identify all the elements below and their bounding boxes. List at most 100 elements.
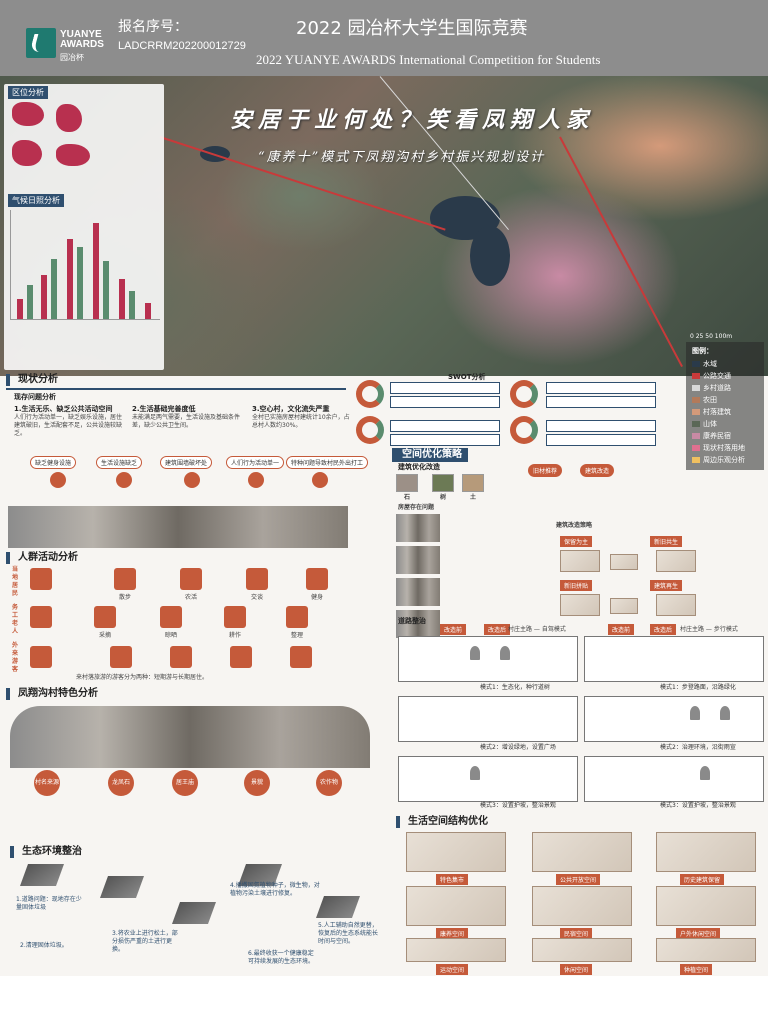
- life-space-label: 特色集市: [436, 874, 469, 885]
- activity-icon: [110, 646, 132, 668]
- current-analysis-header: 现状分析: [6, 374, 58, 386]
- legend-item: 水域: [692, 359, 717, 369]
- renovation-tag: 建筑改造: [580, 464, 615, 477]
- swot-box: [546, 434, 656, 446]
- building-model: [560, 594, 600, 616]
- road-section-diagram: [398, 636, 578, 682]
- swot-box: [546, 420, 656, 432]
- swot-title: SWOT分析: [448, 373, 486, 381]
- eco-illustration: [171, 902, 217, 924]
- life-space-model: [656, 886, 756, 926]
- life-space-label: 休闲空间: [560, 964, 593, 975]
- road-mode-title: 村庄主路 — 自驾模式: [508, 626, 566, 633]
- material-label: 树: [440, 494, 447, 501]
- problem-tag: 缺乏健身设施: [30, 456, 77, 469]
- problem-text-3: 全村已实施房屋村建统计10余户，占总村人数约30%。: [252, 414, 350, 429]
- legend-item: 山体: [692, 419, 717, 429]
- activity-icon: [30, 646, 52, 668]
- eco-illustration: [99, 876, 145, 898]
- life-space-label: 种植空间: [680, 964, 713, 975]
- yuanye-logo-icon: [26, 28, 56, 58]
- building-model: [656, 550, 696, 572]
- building-photo: [396, 514, 440, 542]
- chart-bar: [119, 279, 125, 319]
- activity-icon: [306, 568, 328, 590]
- competition-title-en: 2022 YUANYE AWARDS International Competi…: [256, 52, 601, 67]
- road-mode-caption: 模式2：增设绿地，设置广场: [480, 744, 556, 751]
- swot-box: [390, 420, 500, 432]
- region-map-shape: [56, 144, 90, 166]
- life-space-model: [406, 886, 506, 926]
- activity-label: 采摘: [98, 632, 111, 639]
- scale-bar: 0 25 50 100m: [690, 333, 733, 340]
- climate-analysis-label: 气候日照分析: [8, 194, 64, 207]
- building-photo: [396, 610, 440, 638]
- activity-icon: [160, 606, 182, 628]
- swot-box: [546, 396, 656, 408]
- material-label: 石: [404, 494, 411, 501]
- region-map-shape: [12, 102, 44, 126]
- crowd-caption: 来村落旅游的游客分为两种：短期游与长期居住。: [76, 674, 209, 681]
- region-map-shape: [56, 104, 82, 132]
- registration-label: 报名序号：: [118, 19, 188, 35]
- legend-item: 农田: [692, 395, 717, 405]
- crowd-group-label: 当地居民: [12, 566, 19, 597]
- map-legend: 图例： 水域 公路交通 乡村道路 农田 村落建筑 山体 康养民宿 现状村落用地 …: [686, 342, 764, 470]
- building-photo: [396, 578, 440, 606]
- activity-label: 交谈: [250, 594, 263, 601]
- life-space-model: [532, 832, 632, 872]
- building-problem-label: 房屋存在问题: [398, 504, 435, 511]
- road-section-diagram: [398, 696, 578, 742]
- poster-title: 安居于业何处？笑看凤翔人家: [230, 107, 595, 133]
- activity-icon: [30, 568, 52, 590]
- road-section-diagram: [398, 756, 578, 802]
- feature-node: 景貌: [244, 770, 270, 796]
- chart-bar: [51, 259, 57, 319]
- life-space-label: 康养空间: [436, 928, 469, 939]
- strategy-tag: 建筑再生: [650, 580, 683, 591]
- road-line: [559, 136, 683, 368]
- legend-item: 现状村落用地: [692, 443, 745, 453]
- building-header: 建筑优化改造: [398, 463, 440, 471]
- strategy-label: 建筑改造策略: [556, 522, 593, 529]
- road-mode-title: 村庄主路 — 步行模式: [680, 626, 738, 633]
- problem-icon: [184, 472, 200, 488]
- building-model: [610, 598, 638, 614]
- problem-icon: [248, 472, 264, 488]
- activity-icon: [180, 568, 202, 590]
- eco-illustration: [315, 896, 361, 918]
- legend-item: 乡村道路: [692, 383, 731, 393]
- problem-title-2: 2.生活基础完善度低: [132, 405, 196, 413]
- activity-icon: [170, 646, 192, 668]
- road-mode-caption: 模式3：设置护坡，整治景观: [480, 802, 556, 809]
- swot-chart-icon: [356, 380, 384, 408]
- activity-label: 耕作: [228, 632, 241, 639]
- life-space-model: [656, 832, 756, 872]
- life-space-model: [532, 886, 632, 926]
- activity-label: 农活: [184, 594, 197, 601]
- chart-bar: [17, 299, 23, 319]
- material-label: 土: [470, 494, 477, 501]
- road-section-diagram: [584, 696, 764, 742]
- chart-bar: [103, 261, 109, 319]
- problem-tag: 建筑围墙破坏处: [160, 456, 213, 469]
- feature-analysis-header: 凤翔沟村特色分析: [6, 688, 98, 700]
- building-photo: [396, 546, 440, 574]
- problem-icon: [312, 472, 328, 488]
- activity-icon: [286, 606, 308, 628]
- village-photo-strip: [8, 506, 348, 548]
- design-poster: 安居于业何处？笑看凤翔人家 “康养十”模式下凤翔沟村乡村振兴规划设计 0 25 …: [0, 76, 768, 976]
- tree-icon: [690, 706, 700, 720]
- activity-label: 整理: [290, 632, 303, 639]
- road-tag-after: 改造后: [484, 624, 511, 635]
- tree-icon: [700, 766, 710, 780]
- page-footer: [0, 976, 768, 1024]
- tree-icon: [470, 646, 480, 660]
- strategy-tag: 新旧共生: [650, 536, 683, 547]
- competition-header: YUANYE AWARDS 园冶杯 报名序号： LADCRRM202200012…: [0, 0, 768, 76]
- road-tag-before: 改造前: [440, 624, 467, 635]
- location-climate-panel: 区位分析 气候日照分析: [4, 84, 164, 370]
- problem-tag: 生活设施缺乏: [96, 456, 143, 469]
- feature-photo-collage: [10, 706, 370, 768]
- tree-icon: [500, 646, 510, 660]
